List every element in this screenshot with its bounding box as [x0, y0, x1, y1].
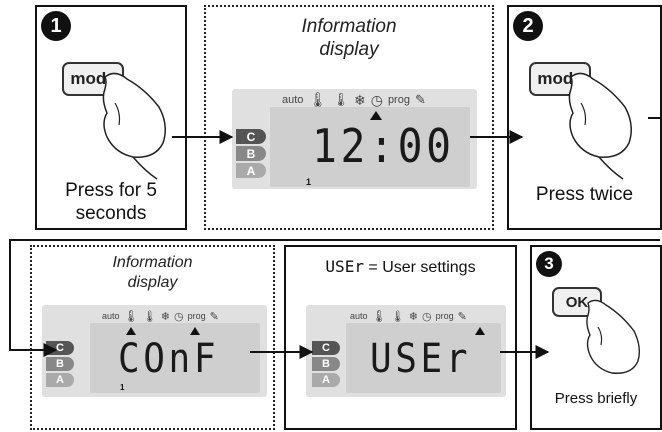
clock-icon: ◷	[421, 310, 432, 323]
zone-b-badge: B	[46, 357, 74, 371]
lcd-screen-conf	[90, 323, 260, 393]
hand-icon	[586, 299, 641, 374]
zone-c-badge: C	[312, 341, 340, 355]
info-panel-bottom: Information display auto 🌡 🌡 ❄ ◷ prog ✎ …	[30, 245, 275, 430]
step-1-caption: Press for 5 seconds	[65, 180, 157, 224]
lcd-user-readout: USEr	[370, 336, 472, 382]
clock-icon: ◷	[173, 310, 184, 323]
auto-label: auto	[102, 311, 120, 321]
zone-b-badge: B	[236, 146, 266, 161]
thermometer-icon: 🌡	[371, 309, 387, 323]
prog-label: prog	[435, 311, 454, 321]
connector-wrap	[9, 239, 660, 357]
indicator-arrow	[190, 327, 200, 335]
step-3-panel: 3 OK Press briefly	[530, 245, 662, 430]
snowflake-icon: ❄	[160, 310, 170, 323]
info-title-bottom: Information display	[112, 254, 193, 291]
lcd-icons-conf: auto 🌡 🌡 ❄ ◷ prog ✎	[102, 309, 219, 323]
zone-b-badge: B	[312, 357, 340, 371]
snowflake-icon: ❄	[408, 310, 418, 323]
lcd-conf-readout: COnF	[118, 336, 220, 382]
zone-a-badge: A	[236, 163, 266, 178]
indicator-arrow	[126, 327, 136, 335]
thermometer-icon: 🌡	[142, 310, 157, 323]
clock-icon: ◷	[370, 91, 383, 108]
hand-icon	[102, 72, 166, 180]
indicator-arrow	[475, 327, 485, 335]
lcd-icons-user: auto 🌡 🌡 ❄ ◷ prog ✎	[350, 309, 467, 323]
wrench-icon: ✎	[209, 310, 219, 323]
step-3-caption: Press briefly	[554, 390, 638, 407]
lcd-zone-index: 1	[120, 383, 125, 392]
lcd-clock-readout: 12:00	[312, 119, 455, 173]
step-1-panel: 1 mode Press for 5 seconds	[35, 5, 187, 230]
info-title-top: Information display	[301, 16, 397, 60]
step-2-panel: 2 mode Press twice	[507, 5, 662, 230]
hand-icon	[568, 72, 632, 180]
lcd-zone-index: 1	[306, 177, 312, 187]
lcd-icons-top: auto 🌡 🌡 ❄ ◷ prog ✎	[282, 91, 426, 110]
auto-label: auto	[350, 311, 368, 321]
wrench-icon: ✎	[457, 310, 467, 323]
user-legend: USEr = User settings	[286, 257, 515, 277]
zone-a-badge: A	[46, 373, 74, 387]
thermometer-icon: 🌡	[308, 92, 328, 109]
snowflake-icon: ❄	[353, 91, 366, 108]
user-code: USEr	[325, 257, 364, 276]
step-2-caption: Press twice	[535, 184, 634, 205]
wrench-icon: ✎	[414, 92, 426, 107]
info-panel-top: Information display auto 🌡 🌡 ❄ ◷ prog ✎ …	[204, 5, 494, 230]
thermometer-icon: 🌡	[123, 309, 139, 323]
mode-button[interactable]: mode	[62, 62, 124, 96]
step-2-number: 2	[513, 11, 543, 41]
lcd-screen-top	[270, 107, 470, 187]
thermometer-icon: 🌡	[332, 92, 349, 107]
user-legend-text: = User settings	[368, 259, 476, 276]
auto-label: auto	[282, 94, 304, 106]
step-1-number: 1	[41, 11, 71, 41]
prog-label: prog	[387, 94, 410, 106]
prog-label: prog	[187, 311, 206, 321]
thermometer-icon: 🌡	[390, 310, 405, 323]
zone-a-badge: A	[312, 373, 340, 387]
zone-c-badge: C	[236, 129, 266, 144]
user-settings-panel: USEr = User settings auto 🌡 🌡 ❄ ◷ prog ✎…	[284, 245, 517, 430]
step-3-number: 3	[536, 251, 562, 277]
indicator-arrow	[370, 111, 382, 120]
